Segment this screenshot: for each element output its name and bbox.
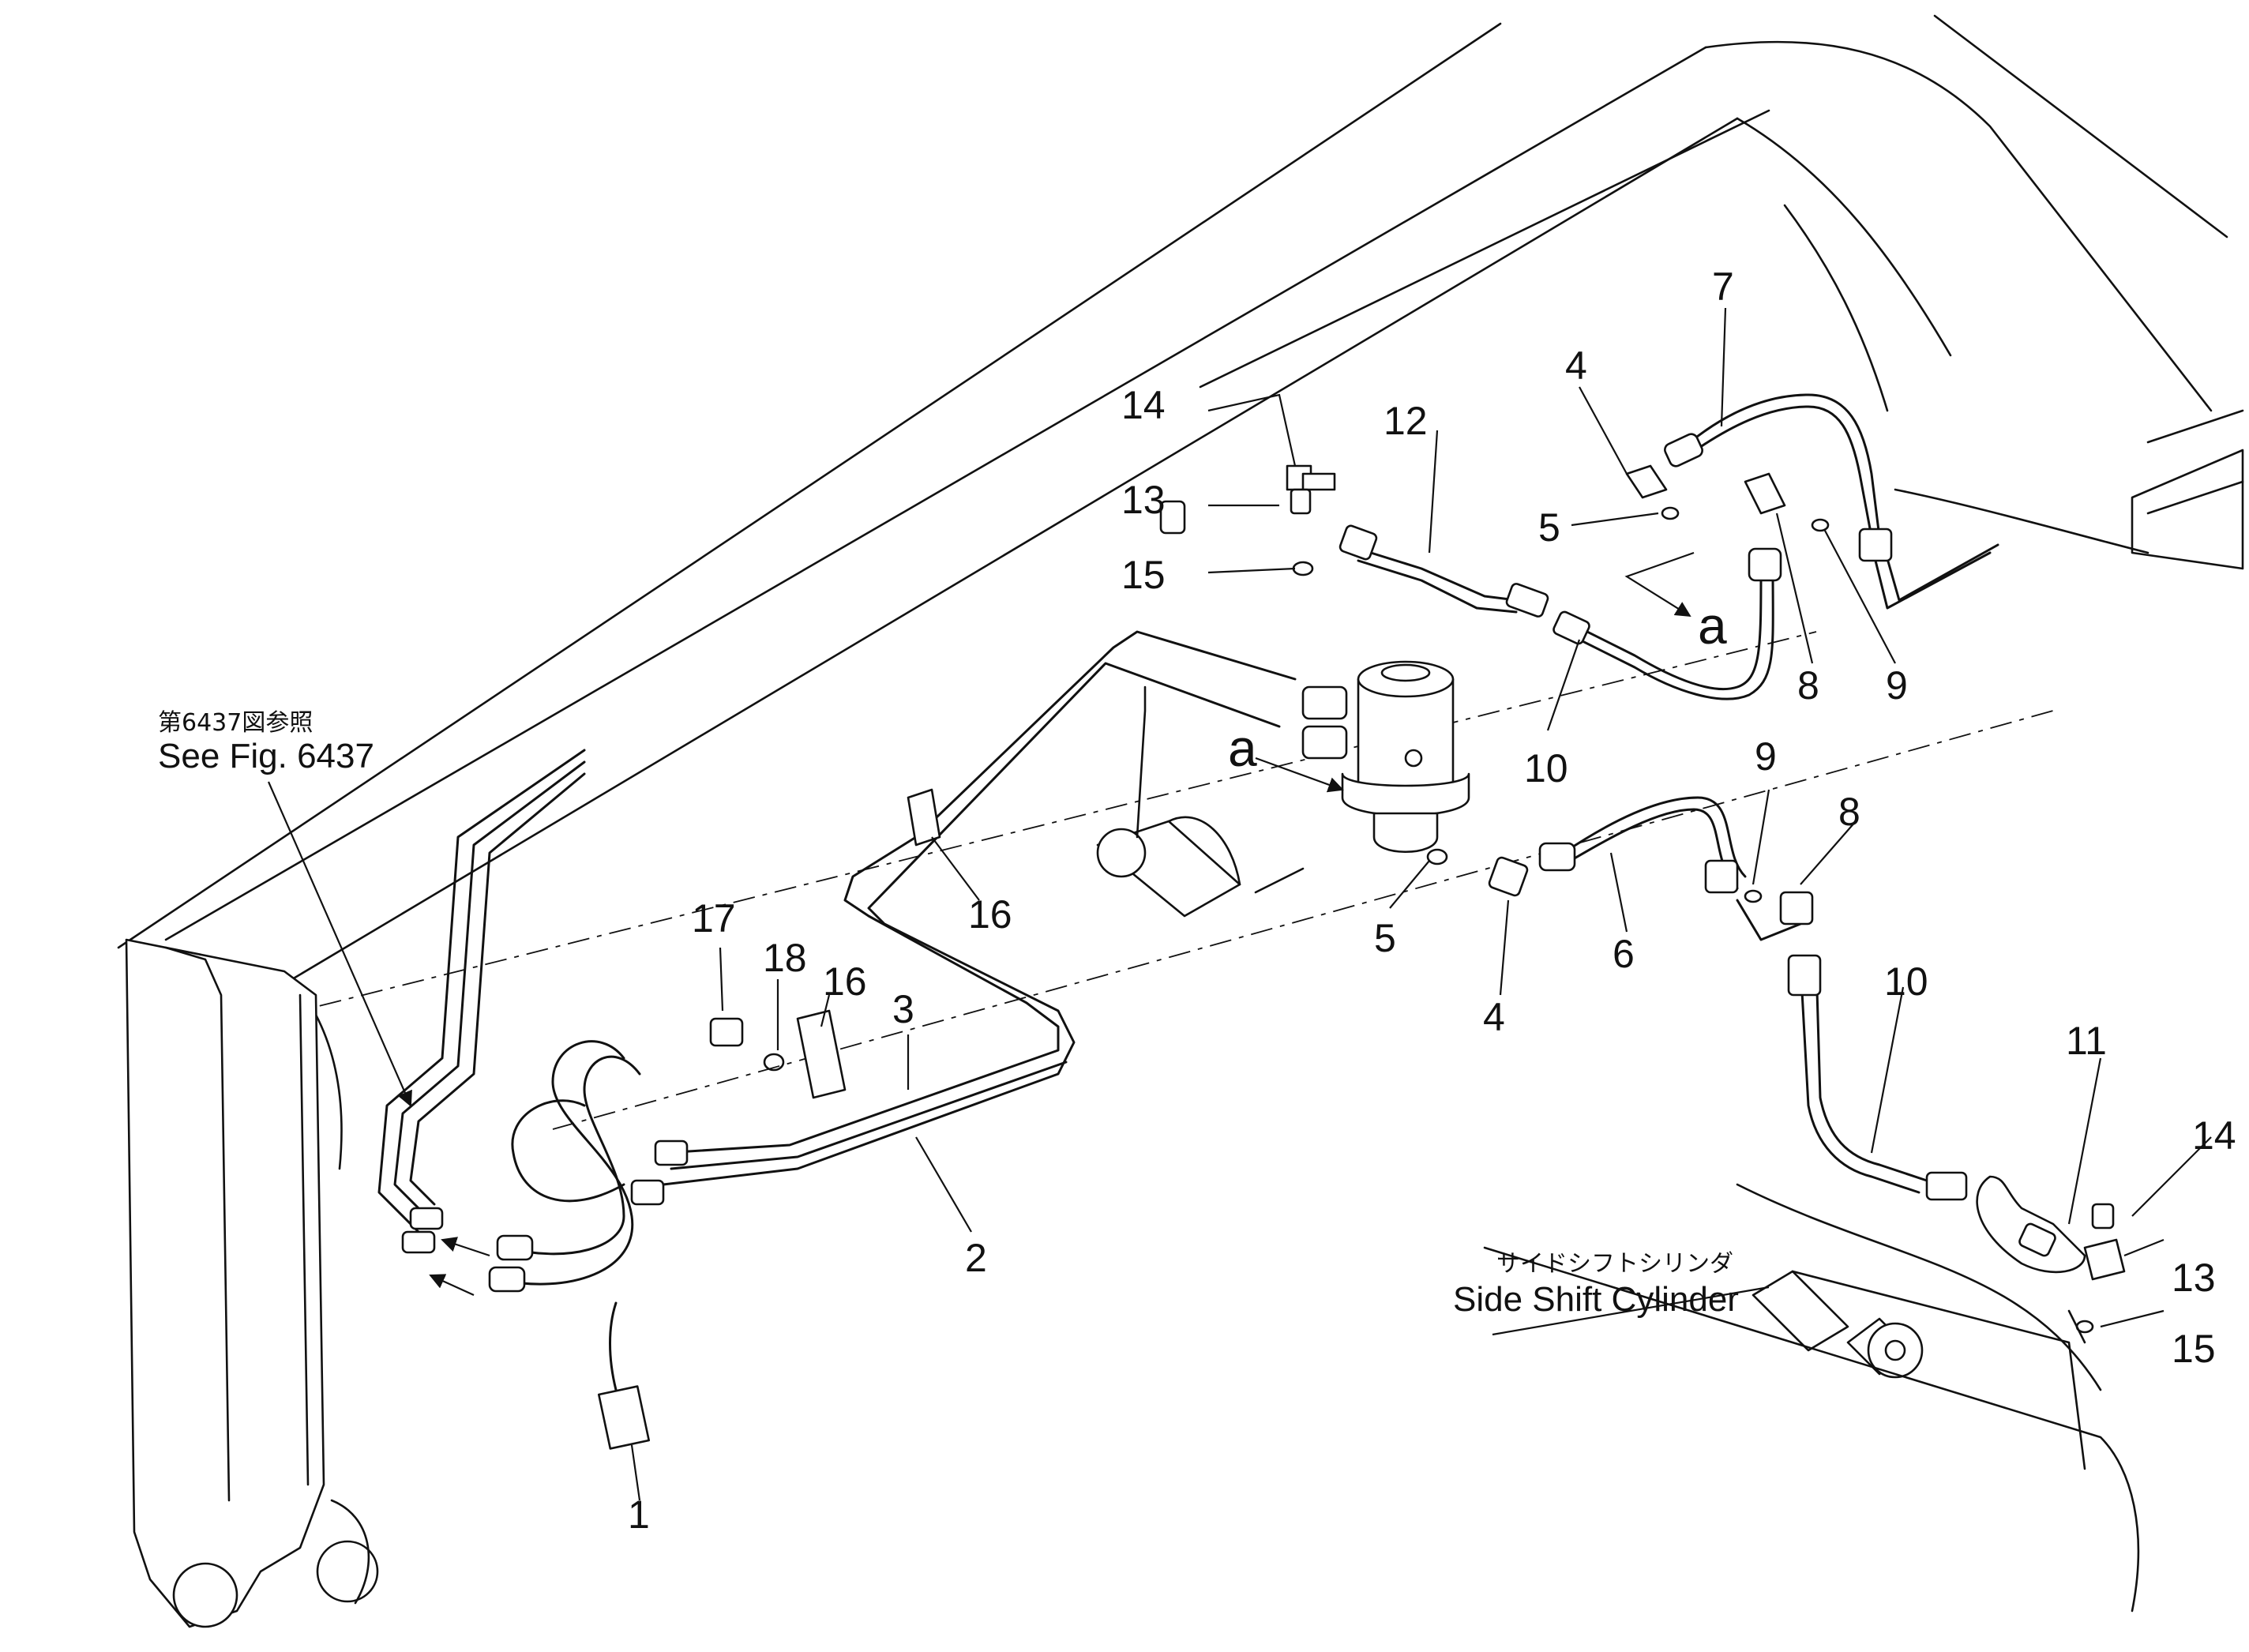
callout-17: 17: [692, 896, 736, 941]
side-shift-cylinder: [1483, 1183, 2140, 1613]
lower-right-hoses: [1538, 796, 2086, 1274]
callout-14-right: 14: [2192, 1113, 2236, 1158]
fitting-8-elbow-upper: [1744, 472, 1786, 515]
fitting-8-elbow-lower: [1779, 891, 1814, 925]
callout-1: 1: [628, 1492, 650, 1537]
callout-5-upper: 5: [1538, 505, 1560, 550]
left-mast-structure: [125, 938, 379, 1628]
bolt-17: [709, 1017, 744, 1047]
mast-steel-tubes: [377, 749, 586, 1254]
callout-7: 7: [1712, 265, 1734, 309]
callout-12: 12: [1384, 399, 1428, 443]
callout-13-left: 13: [1121, 478, 1166, 522]
view-symbol-a-left: a: [1228, 719, 1257, 777]
callout-11: 11: [2066, 1019, 2107, 1063]
clamp-16-lower: [796, 1009, 847, 1099]
callout-8-upper: 8: [1797, 663, 1819, 708]
reference-note-jp: 第6437図参照: [158, 709, 313, 737]
callout-3: 3: [892, 987, 914, 1031]
clamp-16-upper: [907, 788, 941, 847]
callout-9-upper: 9: [1886, 663, 1908, 708]
oring-9-lower: [1744, 889, 1763, 903]
callout-13-right: 13: [2172, 1256, 2216, 1300]
callout-16-lower: 16: [823, 959, 867, 1004]
callout-14-left: 14: [1121, 383, 1166, 427]
fitting-14-grease-nipple-left: [1159, 500, 1186, 535]
callout-6: 6: [1613, 932, 1635, 976]
washer-18: [763, 1053, 785, 1072]
oring-5-lower: [1426, 848, 1448, 865]
cylinder-label-en: Side Shift Cylinder: [1453, 1280, 1739, 1319]
callout-8-lower: 8: [1838, 790, 1860, 834]
hose-group-1: [488, 1040, 651, 1450]
callout-numbers: 1 2 3 4 4 5 5 6 7 8 8 9 9 10 10 11 12 13…: [628, 265, 2236, 1537]
reference-note-en: See Fig. 6437: [158, 737, 374, 775]
callout-15-left: 15: [1121, 553, 1166, 597]
view-symbol-a-right: a: [1698, 596, 1727, 655]
callout-4-lower: 4: [1483, 995, 1505, 1039]
fitting-14-grease-nipple-right: [2091, 1203, 2115, 1230]
callout-9-lower: 9: [1755, 734, 1777, 779]
cylinder-label-jp: サイドシフトシリンダ: [1496, 1250, 1733, 1278]
oring-15-right: [2075, 1320, 2094, 1334]
callout-10-upper: 10: [1524, 746, 1568, 790]
upper-right-hoses: [1339, 393, 1999, 700]
oring-5-upper: [1661, 506, 1680, 520]
oring-15-left: [1292, 561, 1314, 576]
fitting-13-elbow-right: [2083, 1238, 2126, 1281]
fitting-4-elbow-lower: [1488, 856, 1529, 897]
callout-10-lower: 10: [1884, 959, 1928, 1004]
callout-15-right: 15: [2172, 1327, 2216, 1371]
long-steel-lines: [630, 630, 1348, 1206]
callout-16-upper: 16: [968, 892, 1012, 937]
callout-2: 2: [965, 1236, 987, 1280]
oring-9-upper: [1811, 518, 1830, 532]
small-fittings: [709, 464, 2126, 1334]
reference-note: 第6437図参照 See Fig. 6437: [158, 709, 374, 775]
cylinder-label: サイドシフトシリンダ Side Shift Cylinder: [1453, 1250, 1739, 1319]
reference-arrows: [267, 551, 1695, 1297]
callout-4-upper: 4: [1565, 344, 1587, 388]
callout-5-lower: 5: [1374, 916, 1396, 960]
callout-leaders: [630, 307, 2212, 1501]
hydraulic-cylinder: [1096, 685, 1305, 918]
fitting-4-elbow-upper: [1625, 464, 1668, 499]
swivel-joint: [1341, 660, 1470, 854]
callout-18: 18: [763, 936, 807, 980]
